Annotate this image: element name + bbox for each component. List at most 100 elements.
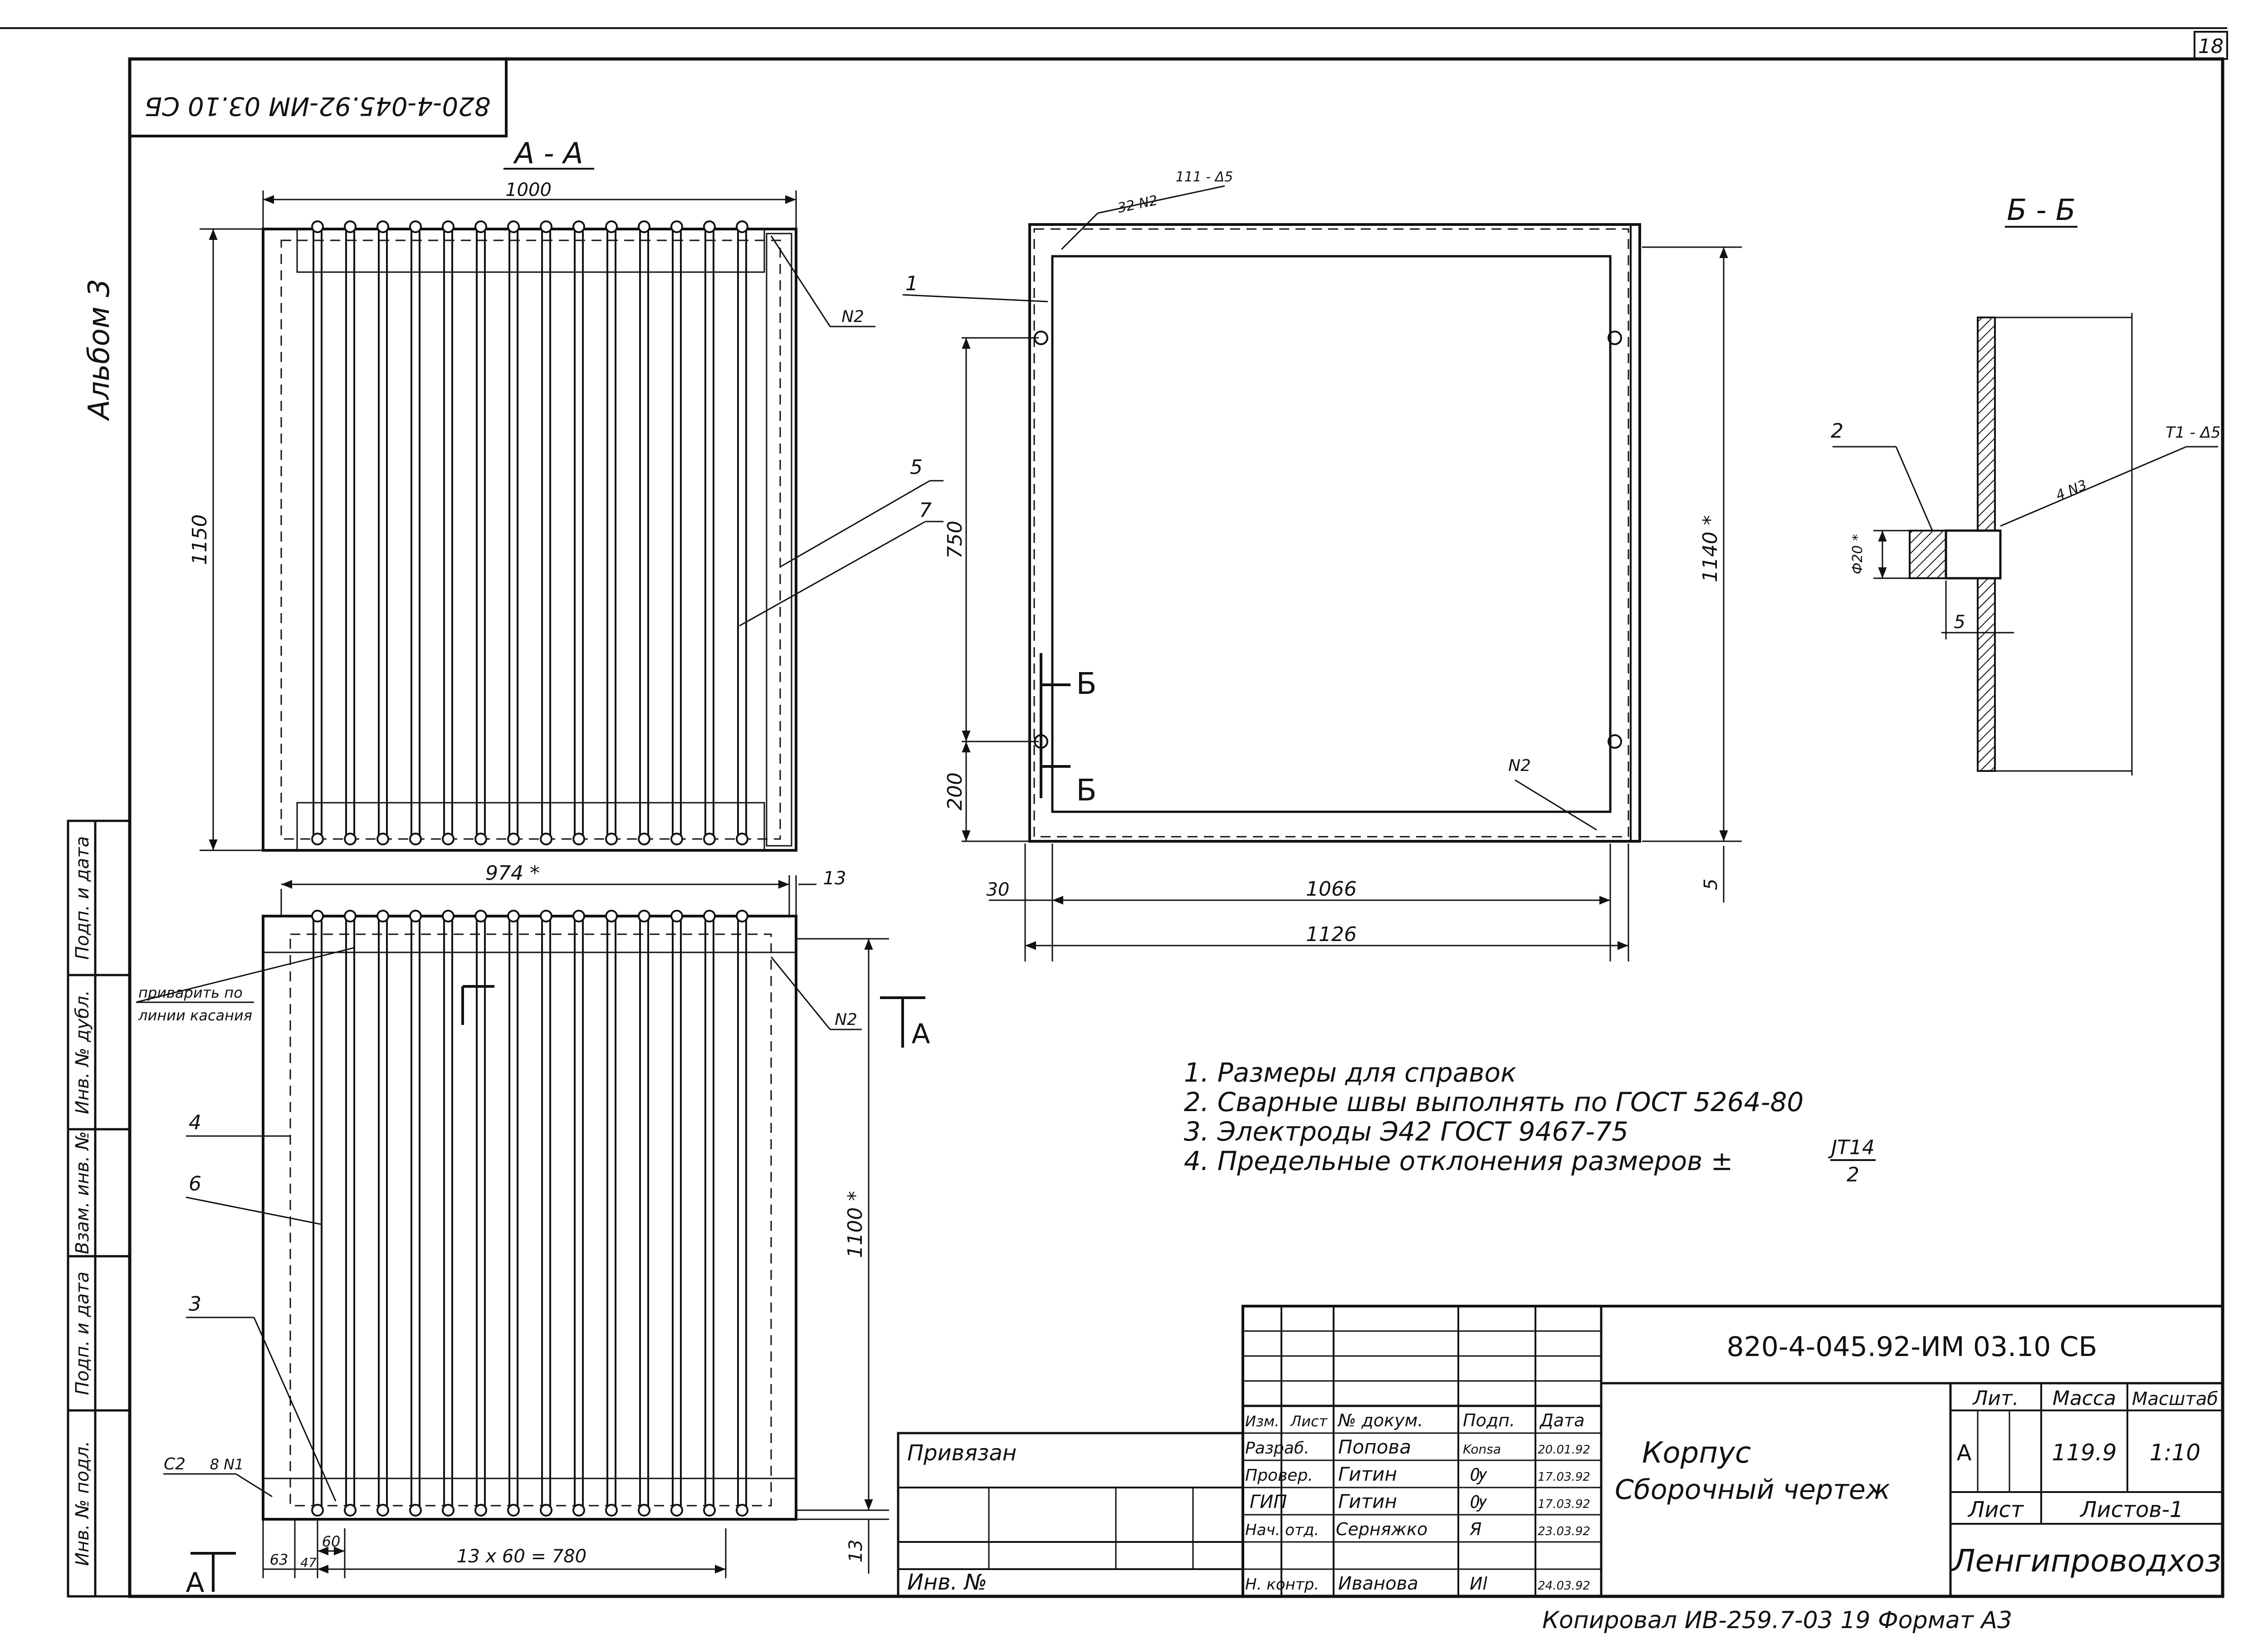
plan-bars (311, 910, 748, 1517)
role-1: Разраб. (1245, 1439, 1309, 1458)
scale-value: 1:10 (2150, 1439, 2200, 1466)
note-2: 2. Сварные швы выполнять по ГОСТ 5264-80 (1184, 1087, 1804, 1117)
front-view (1028, 223, 1641, 843)
weld-top: 32 N2 (1116, 192, 1159, 216)
sign-4: Я (1469, 1519, 1481, 1539)
callout-n2-aa: N2 (841, 307, 864, 326)
title-block-lines (897, 1305, 2224, 1598)
side-stamp-3: Взам. инв. № (72, 1131, 93, 1254)
plan-bar (736, 910, 748, 1517)
side-stamp-4: Подп. и дата (72, 1272, 93, 1395)
plan-bar (376, 910, 389, 1517)
plan-bar (670, 910, 683, 1517)
footer-copy: Копировал ИВ-259.7-03 19 Формат А3 (1542, 1607, 2012, 1634)
date-2: 17.03.92 (1538, 1470, 1590, 1484)
sheet-label: Лист (1967, 1497, 2024, 1522)
sign-1: Konsa (1463, 1442, 1501, 1457)
callout-n2-plan: N2 (835, 1010, 857, 1029)
dim-1066: 1066 (1306, 878, 1357, 901)
hdr-list: Лист (1290, 1413, 1328, 1430)
plan-bar (409, 910, 422, 1517)
side-stamp-5: Инв. № подл. (72, 1441, 93, 1566)
cut-label-b-top: Б (1076, 666, 1096, 701)
aa-bar (670, 220, 683, 845)
plan-bar (474, 910, 487, 1517)
plan-dims (136, 875, 889, 1578)
hdr-sign: Подп. (1463, 1410, 1515, 1430)
aa-bar (507, 220, 520, 845)
plan-bar (311, 910, 324, 1517)
title-organization: Ленгипроводхоз (1950, 1543, 2221, 1579)
dim-1100: 1100 * (844, 1191, 867, 1258)
dim-5-bb: 5 (1954, 612, 1965, 633)
front-view-dims (902, 185, 1742, 961)
dim-13-top: 13 (823, 868, 846, 889)
date-1: 20.01.92 (1538, 1443, 1590, 1457)
side-stamp (67, 819, 131, 1598)
plan-bar (344, 910, 357, 1517)
role-5: Н. контр. (1245, 1575, 1319, 1594)
aa-bar (736, 220, 748, 845)
dim-60: 60 (322, 1533, 341, 1550)
title-name-1: Корпус (1642, 1436, 1751, 1470)
inv-label: Инв. № (907, 1570, 987, 1595)
aa-bar (409, 220, 422, 845)
dim-200: 200 (943, 772, 967, 810)
callout-2: 2 (1831, 419, 1843, 443)
plan-bar (703, 910, 716, 1517)
callout-5: 5 (910, 456, 923, 479)
section-aa-view: А - А (262, 137, 797, 852)
weld-bb: Т1 - Δ5 (2165, 424, 2220, 442)
hdr-izm: Изм. (1245, 1413, 1279, 1430)
tolerance-denominator: 2 (1847, 1163, 1859, 1186)
sheet-number: 18 (2198, 35, 2224, 58)
aa-bar (311, 220, 324, 845)
note-1: 1. Размеры для справок (1184, 1057, 1516, 1088)
cut-label-a-left: А (186, 1567, 204, 1599)
tolerance-numerator: JT14 (1828, 1136, 1875, 1159)
dim-1000: 1000 (505, 180, 552, 200)
aa-bar (605, 220, 618, 845)
callout-n2-front: N2 (1508, 756, 1531, 775)
plan-bar (507, 910, 520, 1517)
callout-3: 3 (189, 1293, 201, 1316)
scale-label: Масштаб (2132, 1389, 2218, 1410)
dim-30: 30 (987, 879, 1010, 900)
aa-bar (703, 220, 716, 845)
name-3: Гитин (1338, 1490, 1397, 1512)
title-name-2: Сборочный чертеж (1615, 1474, 1890, 1506)
role-3: ГИП (1250, 1492, 1287, 1512)
date-3: 17.03.92 (1538, 1497, 1590, 1511)
date-5: 24.03.92 (1538, 1579, 1590, 1593)
plan-bar (540, 910, 552, 1517)
title-designation: 820-4-045.92-ИМ 03.10 СБ (1726, 1331, 2097, 1363)
technical-notes: 1. Размеры для справок 2. Сварные швы вы… (1184, 1057, 1876, 1186)
callout-6: 6 (189, 1172, 201, 1195)
aa-bar (442, 220, 455, 845)
role-2: Провер. (1245, 1466, 1313, 1485)
plan-view (191, 915, 925, 1592)
rotated-code: 820-4-045.92-ИМ 03.10 СБ (145, 91, 491, 121)
hdr-date: Дата (1539, 1410, 1584, 1430)
weld-8n1: 8 N1 (210, 1456, 244, 1473)
section-aa-title: А - А (513, 137, 583, 171)
weld-note-line1: приварить по (138, 984, 243, 1001)
aa-bar (540, 220, 552, 845)
lit-value: А (1957, 1440, 1972, 1466)
weld-note-line2: линии касания (138, 1007, 252, 1024)
callout-4: 4 (189, 1111, 201, 1134)
note-4: 4. Предельные отклонения размеров ± (1184, 1146, 1733, 1176)
sheets-label: Листов-1 (2079, 1497, 2183, 1522)
section-aa-bars (311, 220, 748, 845)
dim-1150: 1150 (188, 514, 211, 565)
rotated-code-box: 820-4-045.92-ИМ 03.10 СБ (128, 58, 508, 137)
sign-5: Иl (1470, 1574, 1487, 1594)
callout-1: 1 (905, 272, 918, 295)
cut-label-b-bottom: Б (1076, 773, 1096, 808)
album-label: Альбом 3 (83, 279, 116, 421)
note-3: 3. Электроды Э42 ГОСТ 9467-75 (1184, 1116, 1628, 1147)
weld-bb2: 4 N3 (2053, 477, 2089, 504)
section-aa-dims (200, 190, 943, 851)
plan-bar (605, 910, 618, 1517)
name-2: Гитин (1338, 1463, 1397, 1485)
